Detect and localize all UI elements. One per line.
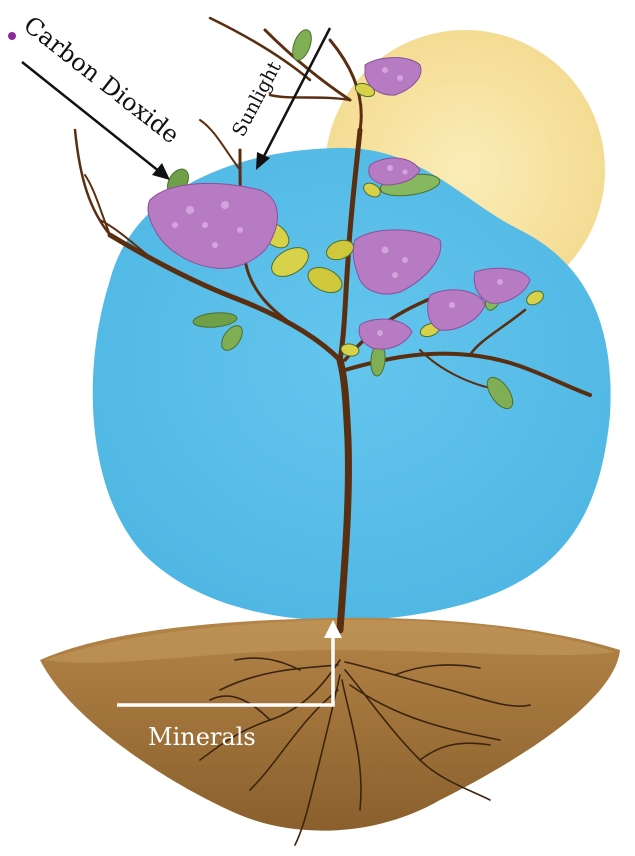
minerals-label: Minerals <box>148 723 256 751</box>
accent-dot <box>8 32 16 40</box>
